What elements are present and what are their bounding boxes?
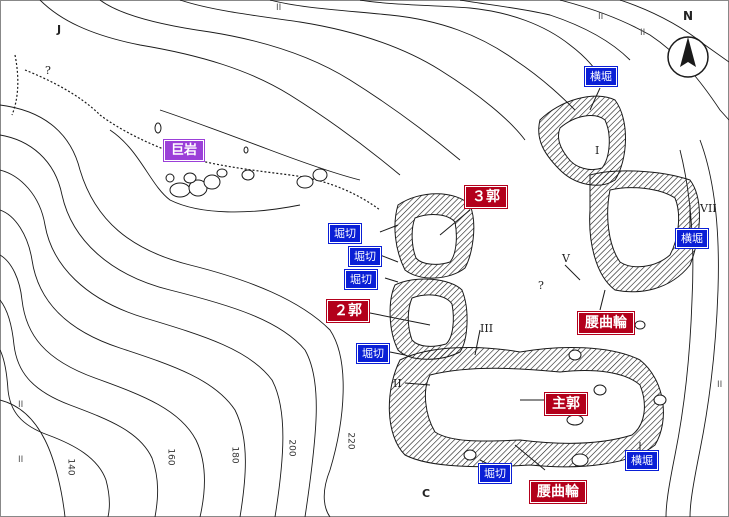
label-horikiri-5: 堀切 (478, 463, 512, 484)
marker-roman-1: I (595, 144, 600, 157)
elevation-140: 140 (65, 458, 76, 476)
elevation-220: 220 (345, 432, 356, 450)
marker-c: C (422, 487, 431, 500)
marker-roman-5: V (562, 252, 570, 265)
border-tick: II (598, 12, 604, 22)
label-third-bailey: ３郭 (464, 185, 508, 209)
label-yokobori-bottom: 横堀 (625, 450, 659, 471)
label-kyogan: 巨岩 (162, 139, 206, 162)
marker-j: J (57, 23, 62, 36)
label-horikiri-3: 堀切 (344, 269, 378, 290)
marker-roman-7: VII (700, 202, 717, 215)
elevation-200: 200 (286, 439, 297, 457)
compass-rose (667, 36, 709, 78)
baileys (407, 115, 680, 444)
label-main-bailey: 主郭 (544, 392, 588, 416)
marker-roman-2: II (393, 377, 402, 390)
elevation-160: 160 (165, 448, 176, 466)
marker-question-1: ? (45, 64, 51, 77)
compass-north-label: N (683, 9, 694, 23)
boulders (154, 122, 667, 467)
border-tick: II (276, 3, 282, 13)
marker-question-2: ? (538, 279, 544, 292)
label-yokobori-right: 横堀 (675, 228, 709, 249)
border-tick: II (18, 455, 24, 465)
label-yokobori-top: 横堀 (584, 66, 618, 87)
border-tick: II (717, 380, 723, 390)
marker-roman-3: III (480, 322, 494, 335)
border-tick: II (640, 28, 646, 38)
elevation-180: 180 (229, 446, 240, 464)
label-koshi-kuruwa-top: 腰曲輪 (577, 311, 635, 335)
label-second-bailey: ２郭 (326, 299, 370, 323)
label-koshi-kuruwa-bottom: 腰曲輪 (529, 480, 587, 504)
label-horikiri-4: 堀切 (356, 343, 390, 364)
border-tick: II (18, 400, 24, 410)
label-horikiri-2: 堀切 (348, 246, 382, 267)
label-horikiri-1: 堀切 (328, 223, 362, 244)
